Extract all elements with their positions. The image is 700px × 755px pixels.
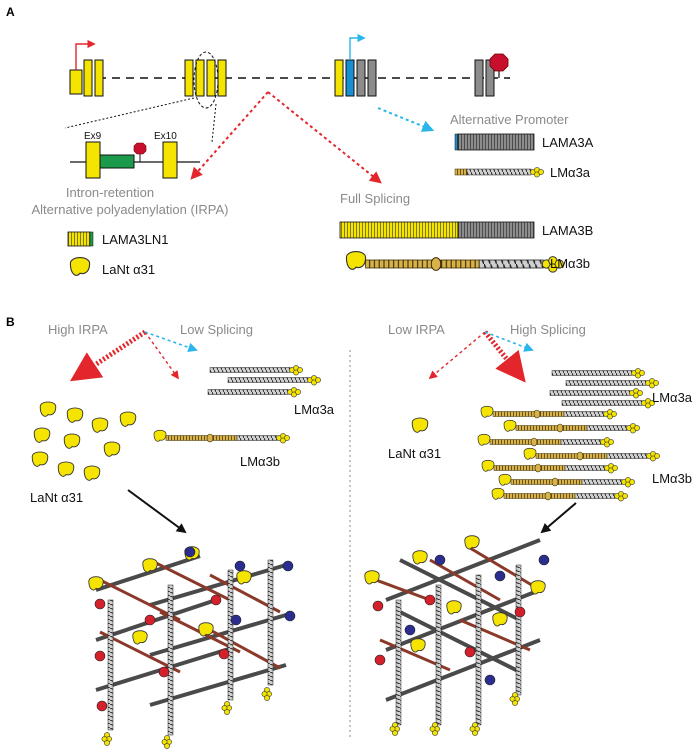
zoom-ellipse bbox=[193, 51, 219, 109]
lant-protein bbox=[69, 257, 91, 276]
left-lant-label: LaNt α31 bbox=[30, 490, 83, 505]
low-splicing-red-arrow bbox=[144, 331, 179, 380]
low-irpa-label: Low IRPA bbox=[388, 322, 445, 337]
lama3a-label: LAMA3A bbox=[542, 135, 594, 150]
lma3a-label: LMα3a bbox=[550, 165, 591, 180]
right-assembly-arrow bbox=[540, 502, 577, 534]
panel-a-letter: A bbox=[6, 5, 15, 19]
high-irpa-label: High IRPA bbox=[48, 322, 108, 337]
right-network-icon bbox=[364, 535, 550, 736]
left-lma3b-chain bbox=[154, 430, 290, 443]
left-network-icon bbox=[88, 546, 296, 749]
stop-sign-icon bbox=[489, 53, 509, 78]
lma3b-label: LMα3b bbox=[550, 256, 590, 271]
irpa-line2: Alternative polyadenylation (IRPA) bbox=[31, 202, 228, 217]
left-lma3a-label: LMα3a bbox=[294, 402, 335, 417]
left-lma3b-label: LMα3b bbox=[240, 454, 280, 469]
lant-label: LaNt α31 bbox=[102, 262, 155, 277]
lma3b-protein bbox=[346, 252, 563, 273]
high-splicing-red-arrow bbox=[483, 330, 526, 383]
irpa-line1: Intron-retention bbox=[66, 185, 154, 200]
lama3b-transcript-yellow bbox=[339, 221, 459, 239]
lma3a-protein bbox=[454, 167, 544, 178]
splicing-arrow bbox=[267, 91, 382, 184]
high-splicing-cyan-arrow bbox=[484, 331, 534, 352]
right-lant-label: LaNt α31 bbox=[388, 446, 441, 461]
full-splicing-label: Full Splicing bbox=[340, 191, 410, 206]
lama3ln1-label: LAMA3LN1 bbox=[102, 232, 168, 247]
high-irpa-arrow bbox=[69, 329, 147, 382]
lama3a-transcript bbox=[457, 133, 535, 151]
alt-promoter-arrow bbox=[377, 107, 435, 132]
ex9-ex10-detail bbox=[70, 141, 200, 179]
gene-structure bbox=[69, 59, 510, 97]
right-lma3b-label: LMα3b bbox=[652, 471, 692, 486]
alt-promoter-arrow-icon bbox=[349, 33, 366, 60]
alt-promoter-label: Alternative Promoter bbox=[450, 112, 569, 127]
low-splicing-label: Low Splicing bbox=[180, 322, 253, 337]
left-lant-cluster bbox=[31, 401, 137, 481]
panel-b-letter: B bbox=[6, 315, 15, 329]
promoter-arrow-icon bbox=[75, 39, 96, 70]
lama3ln1-transcript bbox=[67, 231, 91, 247]
left-assembly-arrow bbox=[127, 489, 187, 534]
high-splicing-label: High Splicing bbox=[510, 322, 586, 337]
lama3b-label: LAMA3B bbox=[542, 223, 593, 238]
right-lma3a-chains bbox=[550, 368, 659, 408]
right-lma3b-chains bbox=[478, 406, 660, 501]
irpa-arrow bbox=[190, 91, 269, 180]
exon9-label: Ex9 bbox=[84, 131, 102, 142]
lama3b-transcript-grey bbox=[457, 221, 535, 239]
low-irpa-arrow bbox=[428, 331, 486, 380]
left-lma3a-chains bbox=[208, 365, 321, 397]
right-lma3a-label: LMα3a bbox=[652, 390, 693, 405]
right-lant-icon bbox=[411, 417, 429, 433]
exon10-label: Ex10 bbox=[154, 131, 177, 142]
